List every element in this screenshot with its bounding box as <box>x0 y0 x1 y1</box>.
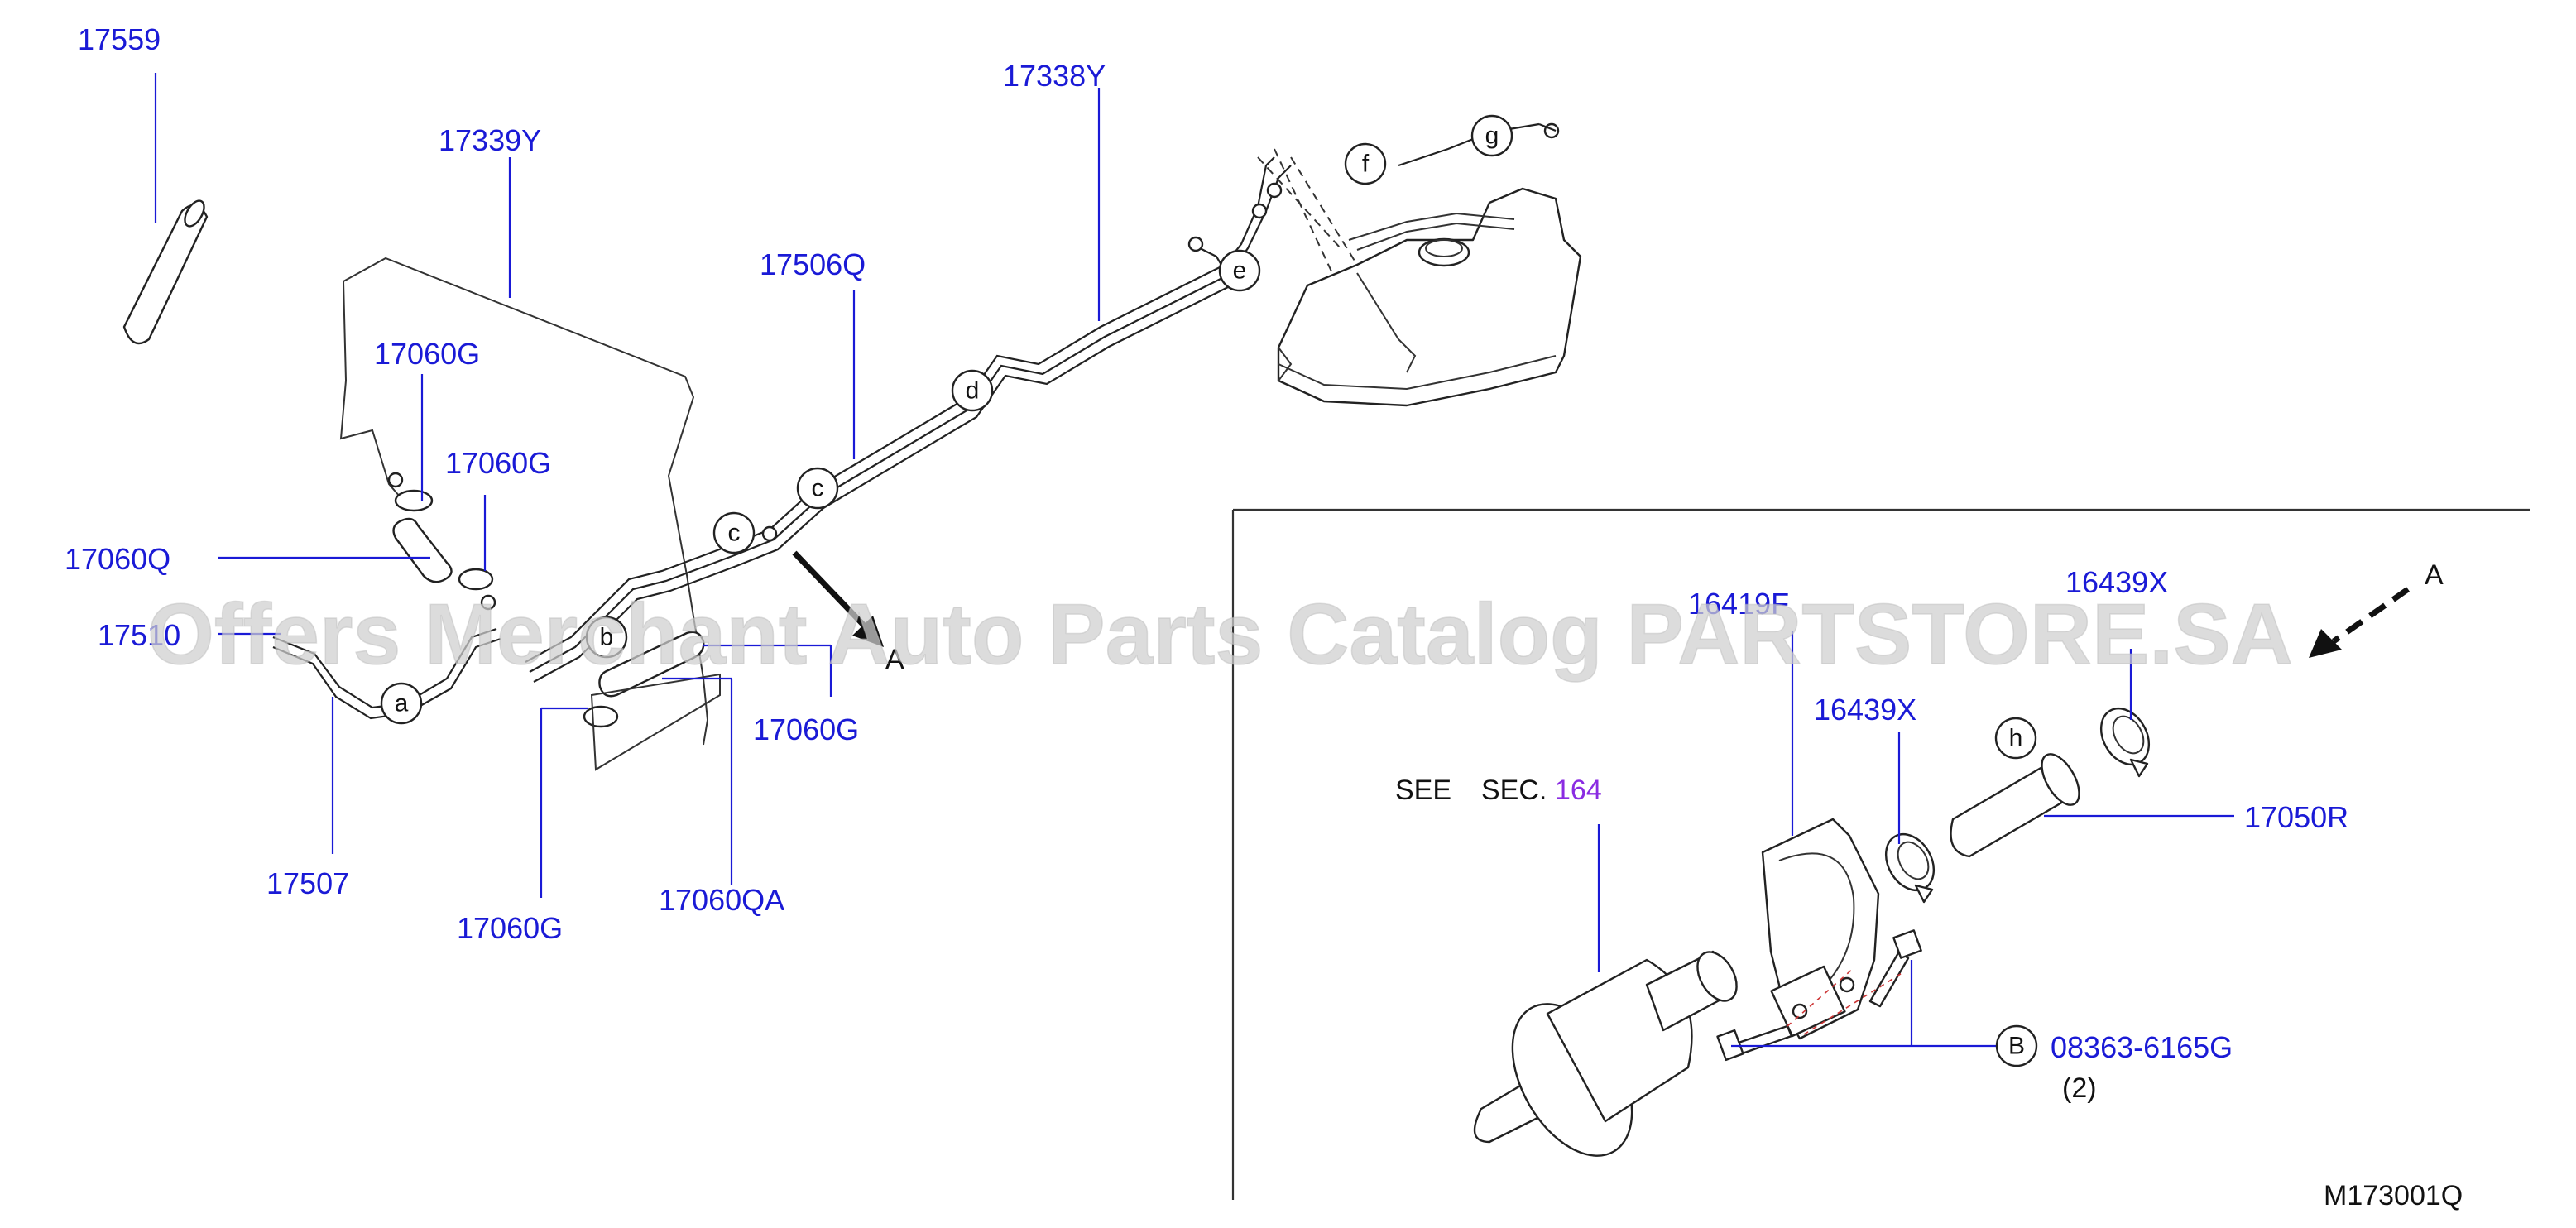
svg-text:g: g <box>1485 122 1499 150</box>
svg-text:d: d <box>966 377 980 405</box>
see-section-number: 164 <box>1555 775 1602 806</box>
callout-h[interactable]: h <box>1994 717 2037 760</box>
label-17060qa[interactable]: 17060QA <box>659 883 784 917</box>
label-17060g-right[interactable]: 17060G <box>753 712 859 746</box>
view-arrow-a: A <box>792 550 904 675</box>
callout-c-right[interactable]: c <box>796 467 839 510</box>
bolt-left[interactable] <box>1716 1024 1793 1062</box>
svg-text:c: c <box>812 475 824 502</box>
see-prefix: SEE <box>1395 775 1451 806</box>
callout-a[interactable]: a <box>380 682 423 725</box>
label-17506q[interactable]: 17506Q <box>760 247 866 281</box>
bolt-right[interactable] <box>1868 929 1922 1008</box>
label-quantity: (2) <box>2062 1072 2097 1104</box>
leader-lines-left <box>218 88 1101 898</box>
label-16419f[interactable]: 16419F <box>1688 587 1789 621</box>
view-arrow-a-detail: A <box>2309 559 2444 658</box>
svg-text:h: h <box>2009 725 2023 752</box>
svg-text:c: c <box>728 520 741 547</box>
svg-text:f: f <box>1362 151 1370 178</box>
label-08363-6165g[interactable]: 08363-6165G <box>2051 1030 2233 1064</box>
svg-text:b: b <box>600 624 614 651</box>
callout-d[interactable]: d <box>951 369 994 412</box>
label-17060q[interactable]: 17060Q <box>65 542 170 576</box>
clamp-16439x-mid[interactable] <box>1876 826 1943 904</box>
svg-text:e: e <box>1233 257 1247 285</box>
bracket-16419f[interactable] <box>1761 818 1880 1040</box>
view-arrow-a-detail-label: A <box>2425 559 2444 591</box>
label-17339y[interactable]: 17339Y <box>439 123 541 157</box>
heat-shield-17339y[interactable] <box>339 257 709 746</box>
diagram-code: M173001Q <box>2324 1180 2463 1211</box>
callout-g[interactable]: g <box>1470 114 1513 157</box>
label-17060g-bottom[interactable]: 17060G <box>457 911 563 945</box>
svg-text:B: B <box>2008 1033 2025 1060</box>
filler-hose-17559[interactable] <box>122 198 209 345</box>
view-arrow-a-label: A <box>885 644 904 675</box>
label-17510[interactable]: 17510 <box>98 618 180 652</box>
label-17507[interactable]: 17507 <box>266 866 349 900</box>
hose-17050r[interactable] <box>1950 748 2087 858</box>
label-17050r[interactable]: 17050R <box>2244 800 2348 834</box>
label-17060g-mid[interactable]: 17060G <box>445 446 551 480</box>
fuel-tank[interactable] <box>1277 187 1582 407</box>
callout-c-left[interactable]: c <box>712 511 756 554</box>
label-16439x-mid[interactable]: 16439X <box>1814 693 1916 727</box>
see-section-reference[interactable]: SEE SEC. 164 <box>1395 775 1602 806</box>
label-17559[interactable]: 17559 <box>78 22 161 56</box>
detail-panel-border <box>1231 508 2530 1200</box>
callout-f[interactable]: f <box>1344 142 1387 185</box>
leader-lines-right <box>1597 631 2234 1048</box>
label-17338y[interactable]: 17338Y <box>1003 59 1106 93</box>
see-sec: SEC. <box>1481 775 1547 806</box>
svg-text:a: a <box>395 690 409 717</box>
callout-b[interactable]: b <box>585 616 628 659</box>
label-17060g-top[interactable]: 17060G <box>374 337 480 371</box>
clamp-16439x-top[interactable] <box>2091 700 2158 778</box>
callout-B[interactable]: B <box>1995 1024 2038 1067</box>
fuel-filter-canister[interactable] <box>1473 945 1744 1176</box>
label-16439x-top[interactable]: 16439X <box>2065 565 2168 599</box>
callout-e[interactable]: e <box>1218 249 1261 292</box>
watermark-text: Offers Merchant Auto Parts Catalog PARTS… <box>147 587 2293 683</box>
